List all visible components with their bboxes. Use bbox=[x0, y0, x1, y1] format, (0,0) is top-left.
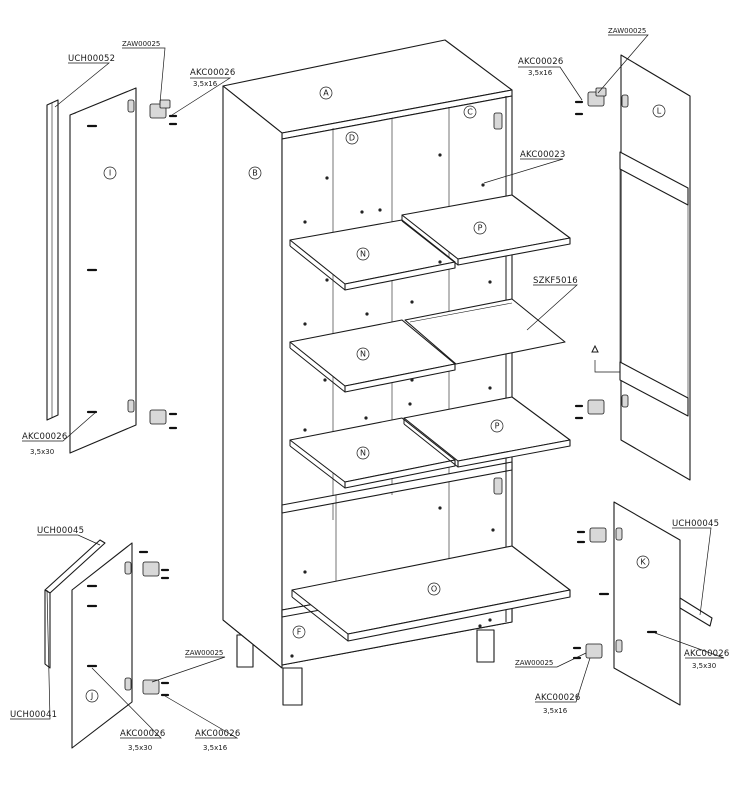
hinge-left-lower-bottom bbox=[142, 679, 170, 697]
part-marker-n-bottom: N bbox=[356, 446, 370, 460]
label-size-bottom-right: 3,5x30 bbox=[692, 662, 716, 670]
svg-text:N: N bbox=[360, 350, 366, 359]
label-akc00026-bottom-left-a: AKC00026 bbox=[120, 729, 166, 739]
hinge-left-lower-top bbox=[138, 550, 170, 580]
hinge-left-upper-top bbox=[149, 99, 178, 126]
svg-text:C: C bbox=[467, 108, 473, 117]
label-akc00026-bottom-right: AKC00026 bbox=[684, 649, 730, 659]
label-size-bottom-left-a: 3,5x30 bbox=[128, 744, 152, 752]
part-marker-n-mid: N bbox=[356, 347, 370, 361]
svg-text:B: B bbox=[252, 169, 258, 178]
svg-text:K: K bbox=[640, 558, 646, 567]
hinge-left-upper-bottom bbox=[149, 409, 178, 430]
svg-text:P: P bbox=[478, 224, 483, 233]
leader-lines bbox=[10, 34, 725, 739]
part-marker-o: O bbox=[427, 582, 441, 596]
part-marker-k: K bbox=[636, 555, 650, 569]
label-szkf5016: SZKF5016 bbox=[533, 276, 578, 286]
part-marker-l: L bbox=[652, 104, 666, 118]
shelf-n-top bbox=[289, 219, 456, 291]
shelf-glass bbox=[404, 298, 566, 365]
label-uch00045-left: UCH00045 bbox=[37, 526, 84, 536]
part-markers: A B D C N P N N P O F I J L K bbox=[85, 86, 666, 703]
svg-text:F: F bbox=[297, 628, 302, 637]
part-marker-a: A bbox=[319, 86, 333, 100]
label-uch00045-right: UCH00045 bbox=[672, 519, 719, 529]
part-marker-f: F bbox=[292, 625, 306, 639]
svg-text:P: P bbox=[495, 422, 500, 431]
part-marker-c: C bbox=[463, 105, 477, 119]
svg-text:O: O bbox=[431, 585, 437, 594]
svg-text:L: L bbox=[657, 107, 662, 116]
shelf-n-bottom bbox=[289, 417, 456, 489]
cabinet-hinge-plates bbox=[493, 112, 503, 495]
part-marker-p-top: P bbox=[473, 221, 487, 235]
label-akc00026-bottom-mid: AKC00026 bbox=[535, 693, 581, 703]
svg-text:J: J bbox=[90, 692, 93, 701]
label-size-top-right: 3,5x16 bbox=[528, 69, 553, 77]
leg-back-right bbox=[476, 629, 495, 663]
label-size-mid-left: 3,5x30 bbox=[30, 448, 54, 456]
part-marker-p-bottom: P bbox=[490, 419, 504, 433]
label-size-bottom-left-b: 3,5x16 bbox=[203, 744, 228, 752]
hinge-right-lower-bottom bbox=[572, 643, 603, 660]
shelf-pins bbox=[290, 153, 495, 658]
label-uch00052: UCH00052 bbox=[68, 54, 115, 64]
code-labels: UCH00052 ZAW00025 AKC00026 3,5x16 AKC000… bbox=[10, 27, 730, 752]
door-right-lower bbox=[598, 501, 713, 706]
hinge-right-lower-top bbox=[576, 527, 607, 544]
hinge-right-upper-bottom bbox=[574, 399, 605, 420]
svg-text:D: D bbox=[349, 134, 355, 143]
label-zaw00025-top-left: ZAW00025 bbox=[122, 40, 160, 48]
label-size-bottom-mid: 3,5x16 bbox=[543, 707, 568, 715]
label-zaw00025-top-right: ZAW00025 bbox=[608, 27, 646, 35]
door-left-lower bbox=[44, 539, 133, 749]
hinge-right-upper-top bbox=[574, 87, 607, 116]
svg-text:N: N bbox=[360, 449, 366, 458]
part-marker-i: I bbox=[103, 166, 117, 180]
part-marker-b: B bbox=[248, 166, 262, 180]
shelves bbox=[289, 194, 571, 642]
label-zaw00025-bottom-left: ZAW00025 bbox=[185, 649, 223, 657]
label-zaw00025-bottom-right: ZAW00025 bbox=[515, 659, 553, 667]
svg-text:I: I bbox=[109, 169, 111, 178]
svg-text:A: A bbox=[323, 89, 329, 98]
label-size-top-left: 3,5x16 bbox=[193, 80, 218, 88]
part-marker-n-top: N bbox=[356, 247, 370, 261]
shelf-n-middle bbox=[289, 319, 456, 393]
part-marker-j: J bbox=[85, 689, 99, 703]
door-left-upper bbox=[46, 87, 137, 454]
label-akc00026-top-left: AKC00026 bbox=[190, 68, 236, 78]
label-akc00026-top-right: AKC00026 bbox=[518, 57, 564, 67]
label-uch00041: UCH00041 bbox=[10, 710, 57, 720]
door-right-upper bbox=[591, 54, 691, 481]
part-marker-d: D bbox=[345, 131, 359, 145]
shelf-p-bottom bbox=[403, 396, 571, 468]
leg-front-mid bbox=[282, 667, 303, 706]
label-akc00026-mid-left: AKC00026 bbox=[22, 432, 68, 442]
svg-text:N: N bbox=[360, 250, 366, 259]
label-akc00023: AKC00023 bbox=[520, 150, 566, 160]
label-akc00026-bottom-left-b: AKC00026 bbox=[195, 729, 241, 739]
